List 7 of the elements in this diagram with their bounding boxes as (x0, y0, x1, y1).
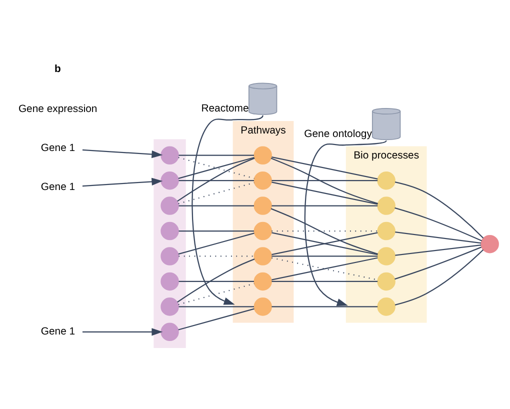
node-text: Gene 1 (40, 326, 76, 338)
node-label: Gene ontology (304, 128, 372, 140)
node-label: Reactome (201, 104, 249, 115)
label: Gene expression (18, 104, 98, 115)
node-text: Gene 1 (40, 182, 76, 194)
node-text: Gene 1 (40, 143, 76, 154)
label: b (54, 64, 61, 75)
